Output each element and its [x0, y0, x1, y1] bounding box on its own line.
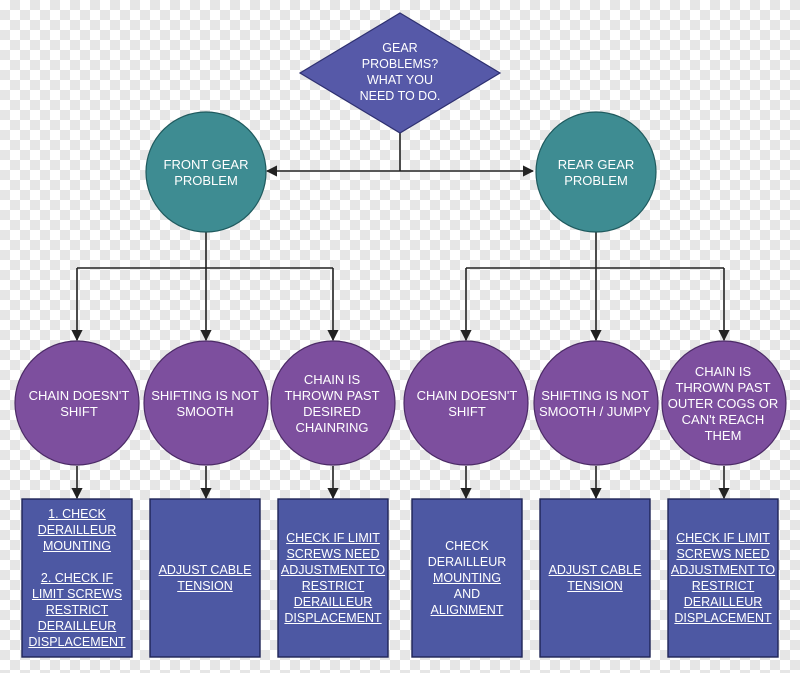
solution-box-1: [21, 498, 133, 658]
problem-3-text: CHAIN IS THROWN PAST DESIRED CHAINRING: [284, 372, 380, 435]
front-gear-circle: [145, 111, 267, 233]
problem-6-text: CHAIN IS THROWN PAST OUTER COGS OR CAN't…: [667, 364, 779, 443]
problem-circle-2: [143, 340, 269, 466]
solution-1-line-2: 2. CHECK IF LIMIT SCREWS RESTRICT DERAIL…: [28, 571, 126, 649]
problem-6-label: CHAIN IS THROWN PAST OUTER COGS OR CAN't…: [664, 356, 782, 452]
solution-4-label: CHECK DERAILLEUR MOUNTING AND ALIGNMENT: [414, 506, 520, 650]
solution-5-label: ADJUST CABLE TENSION: [542, 506, 648, 650]
solution-4-line-1: CHECK DERAILLEUR: [427, 539, 507, 569]
problem-circle-1: [14, 340, 140, 466]
problem-1-text: CHAIN DOESN'T SHIFT: [28, 388, 130, 419]
solution-box-5: [539, 498, 651, 658]
problem-3-label: CHAIN IS THROWN PAST DESIRED CHAINRING: [278, 360, 386, 448]
solution-box-3: [277, 498, 389, 658]
root-diamond-text: GEAR PROBLEMS? WHAT YOU NEED TO DO.: [359, 41, 441, 103]
front-gear-label: FRONT GEAR PROBLEM: [150, 145, 262, 201]
solution-box-2: [149, 498, 261, 658]
solution-6-line-1: CHECK IF LIMIT SCREWS NEED ADJUSTMENT TO…: [670, 531, 776, 625]
solution-4-line-3: AND: [453, 587, 481, 601]
solution-3-line-1: CHECK IF LIMIT SCREWS NEED ADJUSTMENT TO…: [280, 531, 386, 625]
problem-5-label: SHIFTING IS NOT SMOOTH / JUMPY: [536, 366, 654, 442]
solution-6-label: CHECK IF LIMIT SCREWS NEED ADJUSTMENT TO…: [670, 506, 776, 650]
rear-gear-circle: [535, 111, 657, 233]
problem-2-label: SHIFTING IS NOT SMOOTH: [147, 366, 263, 442]
solution-1-line-1: 1. CHECK DERAILLEUR MOUNTING: [37, 507, 117, 553]
solution-5-line-1: ADJUST CABLE TENSION: [548, 563, 642, 593]
rear-gear-label: REAR GEAR PROBLEM: [540, 145, 652, 201]
solution-box-6: [667, 498, 779, 658]
problem-circle-5: [533, 340, 659, 466]
front-gear-text: FRONT GEAR PROBLEM: [163, 157, 249, 188]
rear-gear-text: REAR GEAR PROBLEM: [557, 157, 635, 188]
solution-2-label: ADJUST CABLE TENSION: [152, 506, 258, 650]
problem-circle-3: [270, 340, 396, 466]
problem-4-label: CHAIN DOESN'T SHIFT: [412, 366, 522, 442]
solution-4-line-4: ALIGNMENT: [430, 603, 504, 617]
solution-1-label: 1. CHECK DERAILLEUR MOUNTING 2. CHECK IF…: [26, 506, 128, 650]
problem-4-text: CHAIN DOESN'T SHIFT: [416, 388, 518, 419]
problem-5-text: SHIFTING IS NOT SMOOTH / JUMPY: [539, 388, 651, 419]
root-diamond-label: GEAR PROBLEMS? WHAT YOU NEED TO DO.: [348, 36, 452, 108]
solution-3-label: CHECK IF LIMIT SCREWS NEED ADJUSTMENT TO…: [280, 506, 386, 650]
solution-4-line-2: MOUNTING: [432, 571, 502, 585]
solution-2-line-1: ADJUST CABLE TENSION: [158, 563, 252, 593]
root-diamond: [298, 12, 502, 134]
problem-circle-4: [403, 340, 529, 466]
problem-circle-6: [661, 340, 787, 466]
solution-box-4: [411, 498, 523, 658]
problem-1-label: CHAIN DOESN'T SHIFT: [24, 366, 134, 442]
problem-2-text: SHIFTING IS NOT SMOOTH: [151, 388, 259, 419]
